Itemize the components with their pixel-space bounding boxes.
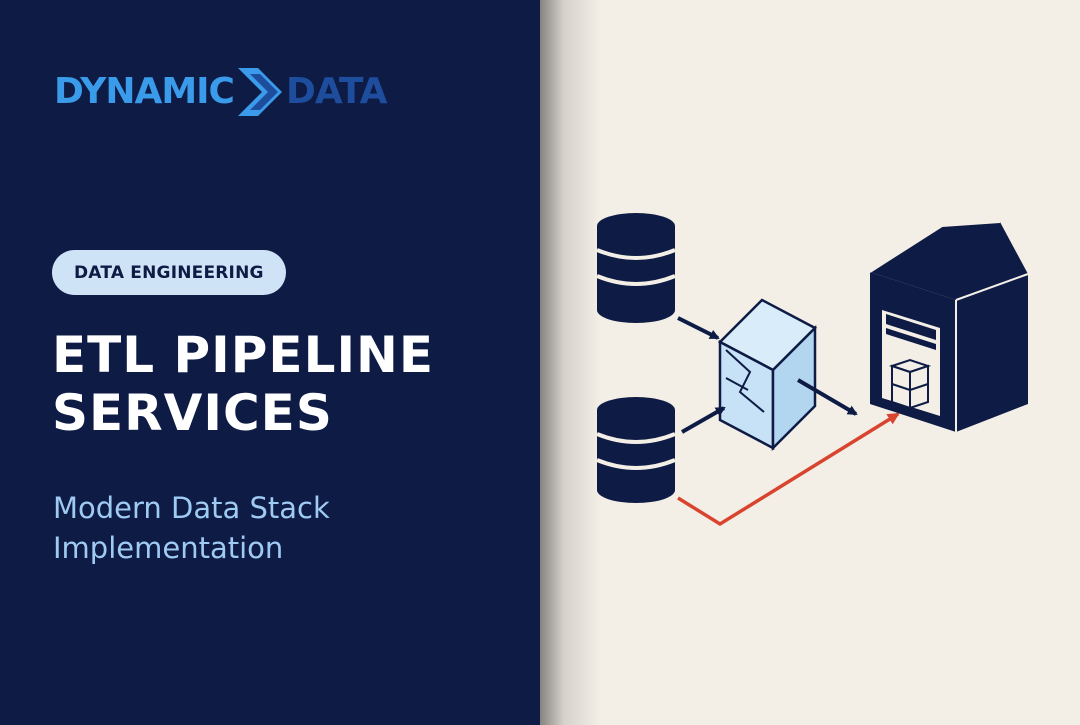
title-line-2: SERVICES (52, 384, 333, 442)
database-icon (596, 213, 676, 323)
logo-word-data: DATA (285, 71, 388, 112)
etl-illustration (596, 213, 1029, 527)
left-panel (0, 0, 540, 725)
category-badge: DATA ENGINEERING (52, 250, 286, 295)
database-icon (596, 397, 676, 503)
subtitle: Modern Data Stack Implementation (53, 488, 513, 568)
flow-arrow (681, 406, 726, 434)
brand-logo: DYNAMIC DATA (54, 62, 388, 122)
flow-arrow (677, 316, 720, 340)
logo-word-dynamic: DYNAMIC (54, 71, 235, 112)
subtitle-line-1: Modern Data Stack (53, 491, 330, 525)
warehouse-icon (869, 221, 1029, 432)
transform-cube-icon (717, 298, 818, 452)
subtitle-line-2: Implementation (53, 531, 284, 565)
chevron-right-icon (237, 68, 282, 116)
flow-arrow (796, 378, 858, 416)
page-title: ETL PIPELINE SERVICES (52, 326, 522, 442)
title-line-1: ETL PIPELINE (52, 326, 435, 384)
panel-shadow (540, 0, 600, 725)
direct-load-arrow (677, 412, 900, 527)
